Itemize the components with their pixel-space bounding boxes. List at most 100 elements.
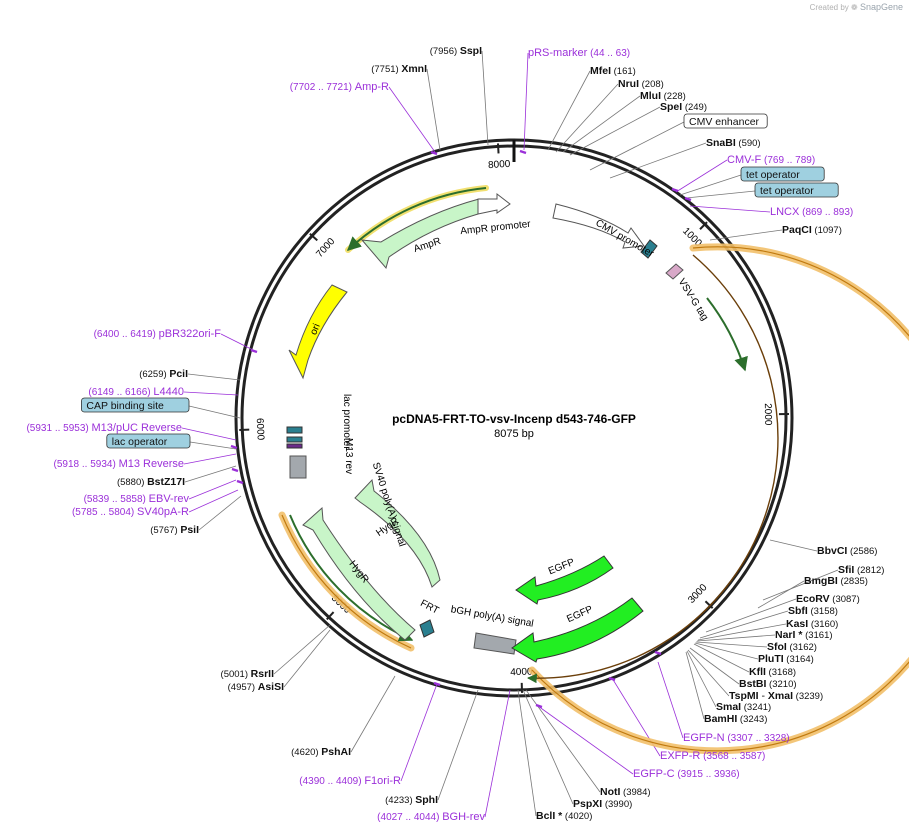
label-text: LNCX (869 .. 893)	[770, 206, 853, 218]
primer-label-left-11[interactable]: (5839 .. 5858) EBV-rev	[84, 493, 190, 505]
label-text: BclI * (4020)	[536, 810, 592, 822]
primer-label-left-12[interactable]: (5785 .. 5804) SV40pA-R	[72, 506, 189, 518]
site-label-right-15[interactable]: EcoRV (3087)	[796, 593, 860, 605]
site-label-left-15[interactable]: (4957) AsiSI	[228, 681, 284, 693]
leader-line	[693, 643, 750, 673]
site-label-right-21[interactable]: KflI (3168)	[749, 666, 796, 678]
site-label-left-18[interactable]: (4233) SphI	[385, 794, 438, 806]
site-label-left-10[interactable]: (5880) BstZ17I	[117, 476, 185, 488]
label-text: NotI (3984)	[600, 786, 651, 798]
leader-line	[523, 52, 529, 151]
site-label-right-6[interactable]: SnaBI (590)	[706, 137, 761, 149]
site-label-right-2[interactable]: NruI (208)	[618, 78, 664, 90]
site-label-right-30[interactable]: PspXI (3990)	[573, 798, 632, 810]
label-text: SnaBI (590)	[706, 137, 761, 149]
insert-highlight-arc	[528, 243, 909, 755]
site-label-left-1[interactable]: (7751) XmnI	[371, 63, 427, 75]
label-text: EXFP-R (3568 .. 3587)	[660, 750, 765, 762]
leader-line	[189, 441, 237, 450]
lac-operator-feature[interactable]	[286, 436, 303, 443]
egfp-feature-1[interactable]	[515, 555, 614, 605]
leader-line	[697, 623, 787, 641]
m13rev-feature[interactable]	[286, 443, 303, 449]
site-label-right-19[interactable]: SfoI (3162)	[767, 641, 817, 653]
site-label-left-13[interactable]: (5767) PsiI	[150, 524, 199, 536]
bgh-feature[interactable]	[473, 632, 517, 655]
feature-tag-right-5[interactable]: CMV enhancer	[683, 113, 768, 129]
site-label-right-17[interactable]: KasI (3160)	[786, 618, 838, 630]
leader-line	[657, 661, 684, 739]
primer-label-right-10[interactable]: LNCX (869 .. 893)	[770, 206, 853, 218]
label-text: (5839 .. 5858) EBV-rev	[84, 493, 190, 505]
site-label-right-20[interactable]: PluTI (3164)	[758, 653, 814, 665]
site-label-left-14[interactable]: (5001) RsrII	[221, 668, 275, 680]
feature-tag-text: lac operator	[112, 436, 168, 448]
site-label-right-24[interactable]: SmaI (3241)	[716, 701, 771, 713]
frt-feature[interactable]	[419, 619, 435, 638]
bgh-label: bGH poly(A) signal	[450, 604, 535, 629]
plasmid-title: pcDNA5-FRT-TO-vsv-Incenp d543-746-GFP	[392, 412, 636, 426]
primer-site-mark	[433, 681, 441, 687]
label-text: SpeI (249)	[660, 101, 707, 113]
insert-frame-arrow	[706, 297, 748, 372]
primer-label-left-19[interactable]: (4027 .. 4044) BGH-rev	[377, 811, 485, 823]
vsvg-tag-feature[interactable]	[665, 263, 684, 280]
primer-label-right-0[interactable]: pRS-marker (44 .. 63)	[528, 47, 630, 59]
site-label-right-23[interactable]: TspMI - XmaI (3239)	[729, 690, 823, 702]
tick-mark-3000	[704, 600, 714, 609]
feature-tag-left-6[interactable]: CAP binding site	[81, 397, 190, 413]
label-text: KflI (3168)	[749, 666, 796, 678]
site-label-right-12[interactable]: BbvCI (2586)	[817, 545, 877, 557]
primer-label-left-9[interactable]: (5918 .. 5934) M13 Reverse	[54, 458, 184, 470]
ampr-promoter-feature[interactable]	[477, 192, 511, 215]
label-text: (7956) SspI	[430, 45, 482, 57]
ori-feature[interactable]	[288, 284, 348, 380]
label-text: (4390 .. 4409) F1ori-R	[299, 775, 401, 787]
primer-label-right-27[interactable]: EXFP-R (3568 .. 3587)	[660, 750, 765, 762]
primer-label-right-28[interactable]: EGFP-C (3915 .. 3936)	[633, 768, 740, 780]
cap-site-feature[interactable]	[286, 426, 303, 434]
hygr-feature-inner[interactable]	[354, 478, 441, 588]
primer-label-right-7[interactable]: CMV-F (769 .. 789)	[727, 154, 815, 166]
label-text: SbfI (3158)	[788, 605, 838, 617]
feature-tag-right-9[interactable]: tet operator	[754, 182, 839, 198]
cmv-promoter-feature[interactable]	[552, 203, 645, 249]
primer-label-left-5[interactable]: (6149 .. 6166) L4440	[88, 386, 184, 398]
primer-label-left-17[interactable]: (4390 .. 4409) F1ori-R	[299, 775, 401, 787]
egfp-feature-2[interactable]	[511, 597, 644, 663]
primer-label-left-7[interactable]: (5931 .. 5953) M13/pUC Reverse	[26, 422, 182, 434]
site-label-right-1[interactable]: MfeI (161)	[590, 65, 636, 77]
leader-line	[569, 106, 661, 156]
label-text: (5785 .. 5804) SV40pA-R	[72, 506, 189, 518]
leader-line	[481, 50, 489, 146]
primer-label-left-3[interactable]: (6400 .. 6419) pBR322ori-F	[94, 328, 222, 340]
leader-line	[695, 641, 768, 648]
site-label-left-4[interactable]: (6259) PciI	[139, 368, 188, 380]
site-label-right-16[interactable]: SbfI (3158)	[788, 605, 838, 617]
leader-line	[709, 229, 783, 241]
site-label-left-16[interactable]: (4620) PshAI	[291, 746, 351, 758]
site-label-right-3[interactable]: MluI (228)	[640, 90, 686, 102]
site-labels: (7956) SspI(7751) XmnI (7702 .. 7721) Amp…	[26, 45, 884, 823]
leader-line	[388, 86, 436, 153]
site-label-left-0[interactable]: (7956) SspI	[430, 45, 482, 57]
site-label-right-11[interactable]: PaqCI (1097)	[782, 224, 842, 236]
site-label-right-25[interactable]: BamHI (3243)	[704, 713, 767, 725]
primer-label-left-2[interactable]: (7702 .. 7721) Amp-R	[290, 81, 389, 93]
site-label-right-14[interactable]: BmgBI (2835)	[804, 575, 868, 587]
site-label-right-4[interactable]: SpeI (249)	[660, 101, 707, 113]
label-text: KasI (3160)	[786, 618, 838, 630]
sv40-feature[interactable]	[289, 455, 307, 479]
hygr-feature-outer[interactable]	[302, 506, 416, 641]
feature-tag-right-8[interactable]: tet operator	[740, 166, 825, 182]
site-label-right-13[interactable]: SfiI (2812)	[838, 564, 884, 576]
site-label-right-22[interactable]: BstBI (3210)	[739, 678, 797, 690]
site-label-right-31[interactable]: BclI * (4020)	[536, 810, 592, 822]
site-label-right-29[interactable]: NotI (3984)	[600, 786, 651, 798]
feature-tag-left-8[interactable]: lac operator	[106, 433, 191, 449]
site-label-right-18[interactable]: NarI * (3161)	[775, 629, 833, 641]
tet-operator-feature[interactable]	[640, 239, 658, 259]
tick-label-7000: 7000	[314, 236, 337, 260]
label-text: BbvCI (2586)	[817, 545, 877, 557]
primer-label-right-26[interactable]: EGFP-N (3307 .. 3328)	[683, 732, 790, 744]
